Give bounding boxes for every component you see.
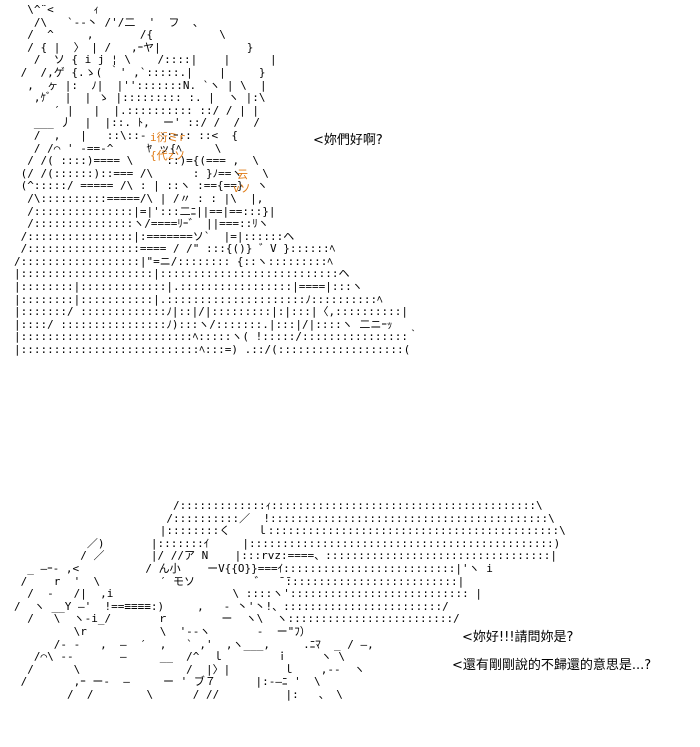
eye-glyph-right-upper: 云 [237,168,248,181]
dialogue-line-3: <還有剛剛說的不歸還的意思是...? [452,658,652,673]
dialogue-line-2: <妳好!!!請問妳是? [462,630,574,645]
eye-glyph-right-lower: vソ [233,182,251,195]
eye-glyph-left-upper: i衍ミr [150,131,186,144]
eye-glyph-left-lower: {代zソ [150,149,186,162]
dialogue-line-1: <妳們好啊? [313,133,383,148]
ascii-art-figure-top: \^¨< ｨ /\ `--丶 /'/二 ' フ 、 / ^ , /{ \ / {… [14,3,419,357]
ascii-art-figures-bottom: /:::::::::::::ｨ:::::::::::::::::::::::::… [14,499,566,701]
